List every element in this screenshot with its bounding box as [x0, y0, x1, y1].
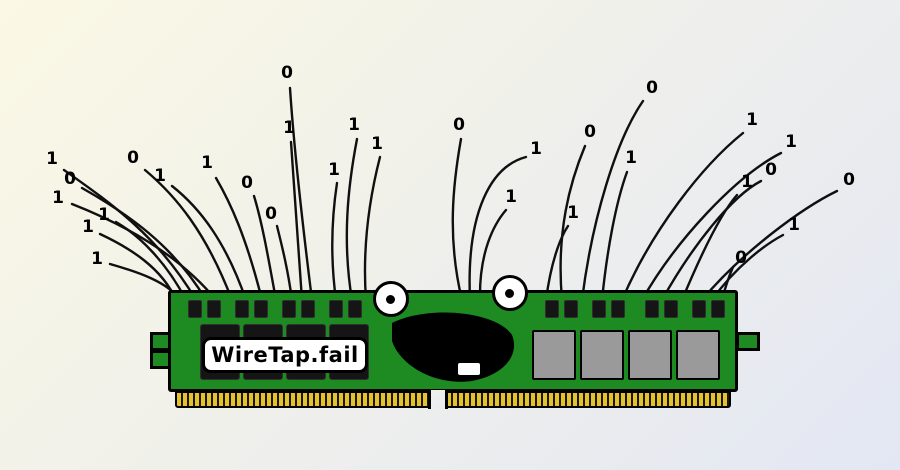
- smd-chip-pair: [282, 300, 315, 318]
- wire: [544, 224, 570, 302]
- right-eye: [492, 275, 528, 311]
- smd-chip-pair: [235, 300, 268, 318]
- wire: [345, 137, 359, 302]
- bit-digit: 0: [453, 115, 465, 135]
- pin-contacts: [175, 391, 731, 408]
- bit-digit: 1: [505, 187, 517, 207]
- memory-chip-gray: [532, 330, 576, 380]
- small-chip: [645, 300, 659, 318]
- smd-chip-pair: [692, 300, 725, 318]
- bit-digit: 1: [46, 149, 58, 169]
- bit-digit: 0: [241, 173, 253, 193]
- bit-digit: 1: [371, 134, 383, 154]
- small-chip: [545, 300, 559, 318]
- bit-digit: 0: [765, 160, 777, 180]
- wire: [252, 194, 278, 302]
- smd-chip-pair: [645, 300, 678, 318]
- wire: [363, 155, 382, 302]
- smd-chip-pair: [545, 300, 578, 318]
- small-chip: [301, 300, 315, 318]
- small-chip: [188, 300, 202, 318]
- wire: [620, 131, 745, 302]
- smd-chip-pair: [592, 300, 625, 318]
- small-chip: [207, 300, 221, 318]
- wire: [289, 140, 304, 302]
- wire: [80, 186, 208, 302]
- wire: [288, 86, 314, 302]
- key-notch: [428, 390, 448, 409]
- bit-digit: 1: [154, 166, 166, 186]
- small-chip: [711, 300, 725, 318]
- wiretap-label: WireTap.fail: [202, 337, 368, 373]
- wire: [170, 184, 248, 302]
- bit-digit: 1: [348, 115, 360, 135]
- bit-digit: 0: [646, 78, 658, 98]
- wire: [580, 99, 645, 302]
- bit-digit: 1: [788, 215, 800, 235]
- wire: [478, 208, 508, 302]
- wire: [468, 155, 528, 302]
- bit-digit: 0: [843, 170, 855, 190]
- bit-digit: 1: [567, 203, 579, 223]
- bit-digit: 1: [625, 148, 637, 168]
- wire: [559, 144, 587, 302]
- smd-chip-pair: [329, 300, 362, 318]
- bit-digit: 0: [281, 63, 293, 83]
- small-chip: [692, 300, 706, 318]
- bit-digit: 0: [64, 169, 76, 189]
- bit-digit: 0: [584, 122, 596, 142]
- wire: [143, 168, 234, 302]
- small-chip: [592, 300, 606, 318]
- mouth-shape: [392, 312, 515, 382]
- bit-digit: 1: [82, 217, 94, 237]
- right-pupil: [505, 289, 514, 298]
- bit-digit: 1: [283, 118, 295, 138]
- memory-chip-gray: [580, 330, 624, 380]
- wire: [600, 170, 629, 302]
- wire: [275, 224, 294, 302]
- bit-digit: 0: [265, 204, 277, 224]
- bit-digit: 1: [201, 153, 213, 173]
- wiretap-label-text: WireTap.fail: [211, 343, 359, 367]
- small-chip: [664, 300, 678, 318]
- wire: [680, 193, 739, 302]
- small-chip: [254, 300, 268, 318]
- bit-digit: 1: [52, 188, 64, 208]
- bit-digit: 0: [735, 248, 747, 268]
- small-chip: [329, 300, 343, 318]
- wire: [114, 220, 188, 302]
- bit-digit: 1: [328, 160, 340, 180]
- wire: [700, 189, 839, 302]
- small-chip: [348, 300, 362, 318]
- wire: [640, 151, 783, 302]
- wire: [214, 176, 264, 302]
- left-pupil: [386, 295, 395, 304]
- mouth: [392, 312, 515, 382]
- wire: [451, 137, 464, 302]
- small-chip: [611, 300, 625, 318]
- bit-digit: 1: [741, 172, 753, 192]
- left-eye: [373, 281, 409, 317]
- bit-digit: 1: [530, 139, 542, 159]
- small-chip: [282, 300, 296, 318]
- bit-digit: 1: [98, 205, 110, 225]
- bit-digit: 1: [785, 132, 797, 152]
- small-chip: [564, 300, 578, 318]
- bit-digit: 0: [127, 148, 139, 168]
- wire: [70, 202, 218, 302]
- wire: [660, 179, 763, 302]
- smd-chip-pair: [188, 300, 221, 318]
- wire: [331, 181, 339, 302]
- memory-chip-gray: [628, 330, 672, 380]
- ram-module: WireTap.fail: [168, 290, 738, 392]
- bit-digit: 1: [746, 110, 758, 130]
- memory-chip-gray: [676, 330, 720, 380]
- side-notch-right: [736, 332, 760, 351]
- tooth: [458, 363, 480, 375]
- wire-group: [62, 86, 839, 302]
- small-chip: [235, 300, 249, 318]
- bit-digit: 1: [91, 249, 103, 269]
- wire: [62, 168, 198, 302]
